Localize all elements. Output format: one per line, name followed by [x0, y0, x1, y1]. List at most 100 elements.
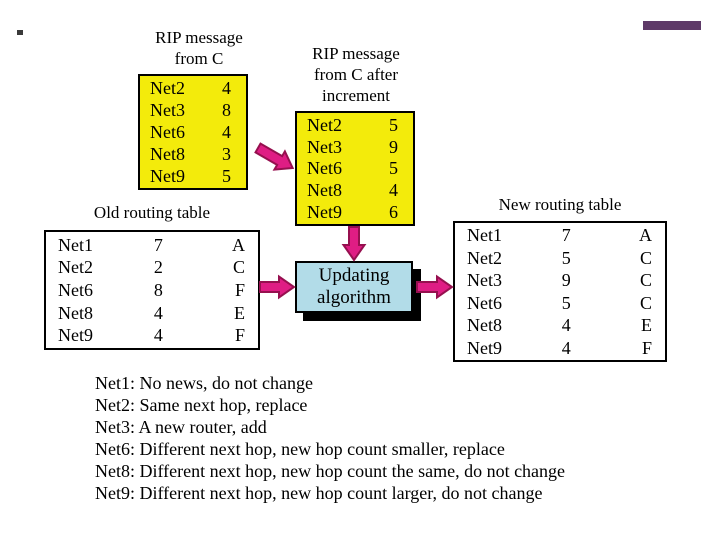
net-cell: Net9	[58, 325, 93, 346]
net-cell: Net3	[307, 136, 342, 157]
label-line: Old routing table	[93, 203, 211, 222]
net-cell: Net3	[150, 100, 185, 120]
table-row: Net2 4	[140, 78, 246, 98]
net-cell: Net6	[467, 292, 502, 313]
net-cell: Net9	[150, 166, 185, 186]
next-hop-cell: C	[639, 247, 652, 268]
hops-cell: 9	[561, 270, 571, 291]
hops-cell: 4	[389, 180, 398, 201]
net-cell: Net1	[58, 234, 93, 255]
hops-cell: 4	[561, 337, 571, 358]
label-line: New routing table	[498, 195, 622, 214]
table-row: Net1 7 A	[46, 235, 258, 255]
rip-message-from-c-table: Net2 4 Net3 8 Net6 4 Net8 3 Net9 5	[138, 74, 248, 190]
hops-cell: 4	[153, 302, 163, 323]
net-cell: Net8	[150, 144, 185, 164]
net-cell: Net9	[307, 202, 342, 223]
next-hop-cell: A	[639, 225, 652, 246]
table-row: Net3 9 C	[455, 270, 665, 290]
table-row: Net9 6	[297, 202, 413, 222]
hops-cell: 5	[222, 166, 231, 186]
table-row: Net2 5	[297, 115, 413, 135]
table-row: Net9 5	[140, 166, 246, 186]
arrow-message-to-increment	[254, 142, 295, 171]
net-cell: Net2	[58, 257, 93, 278]
rule-notes: Net1: No news, do not change Net2: Same …	[95, 372, 565, 504]
decorative-bar	[643, 21, 701, 30]
net-cell: Net1	[467, 225, 502, 246]
hops-cell: 5	[389, 114, 398, 135]
hops-cell: 2	[153, 257, 163, 278]
rip-message-after-increment-table: Net2 5 Net3 9 Net6 5 Net8 4 Net9 6	[295, 111, 415, 226]
new-routing-table-label: New routing table	[453, 194, 667, 215]
next-hop-cell: F	[234, 325, 245, 346]
hops-cell: 7	[153, 234, 163, 255]
net-cell: Net2	[467, 247, 502, 268]
label-line: from C	[174, 49, 224, 68]
note-line: Net2: Same next hop, replace	[95, 395, 308, 415]
table-row: Net3 9	[297, 137, 413, 157]
hops-cell: 5	[561, 292, 571, 313]
arrow-old-table-to-algorithm	[259, 274, 296, 300]
next-hop-cell: F	[641, 337, 652, 358]
label-line: RIP message	[312, 44, 400, 63]
label-line: algorithm	[317, 287, 391, 308]
hops-cell: 6	[389, 202, 398, 223]
table-row: Net8 4 E	[455, 315, 665, 335]
table-row: Net2 5 C	[455, 248, 665, 268]
hops-cell: 5	[561, 247, 571, 268]
net-cell: Net3	[467, 270, 502, 291]
table-row: Net3 8	[140, 100, 246, 120]
arrow-algorithm-to-new-table	[416, 274, 454, 300]
bullet-dot	[17, 30, 23, 35]
hops-cell: 4	[561, 315, 571, 336]
table-row: Net6 8 F	[46, 280, 258, 300]
hops-cell: 4	[222, 122, 231, 142]
net-cell: Net8	[307, 180, 342, 201]
next-hop-cell: C	[639, 270, 652, 291]
table-row: Net2 2 C	[46, 257, 258, 277]
note-line: Net6: Different next hop, new hop count …	[95, 439, 505, 459]
next-hop-cell: E	[234, 302, 245, 323]
old-routing-table-label: Old routing table	[44, 202, 260, 223]
hops-cell: 8	[222, 100, 231, 120]
net-cell: Net6	[150, 122, 185, 142]
table-row: Net6 5	[297, 158, 413, 178]
label-line: Updating	[318, 265, 390, 286]
table-row: Net1 7 A	[455, 225, 665, 245]
note-line: Net3: A new router, add	[95, 417, 267, 437]
net-cell: Net8	[467, 315, 502, 336]
hops-cell: 7	[561, 225, 571, 246]
net-cell: Net6	[58, 279, 93, 300]
next-hop-cell: C	[232, 257, 245, 278]
table-row: Net8 4	[297, 180, 413, 200]
net-cell: Net2	[150, 78, 185, 98]
net-cell: Net2	[307, 114, 342, 135]
net-cell: Net6	[307, 158, 342, 179]
note-line: Net9: Different next hop, new hop count …	[95, 483, 543, 503]
table-row: Net9 4 F	[455, 338, 665, 358]
hops-cell: 4	[222, 78, 231, 98]
hops-cell: 8	[153, 279, 163, 300]
next-hop-cell: E	[641, 315, 652, 336]
table-row: Net9 4 F	[46, 325, 258, 345]
rip-message-from-c-label: RIP message from C	[129, 27, 269, 69]
next-hop-cell: A	[232, 234, 245, 255]
arrow-increment-to-algorithm	[341, 226, 367, 262]
net-cell: Net9	[467, 337, 502, 358]
rip-message-after-increment-label: RIP message from C after increment	[291, 43, 421, 106]
label-line: RIP message	[155, 28, 243, 47]
updating-algorithm-box: Updating algorithm	[295, 261, 413, 313]
hops-cell: 3	[222, 144, 231, 164]
hops-cell: 4	[153, 325, 163, 346]
table-row: Net6 4	[140, 122, 246, 142]
next-hop-cell: F	[234, 279, 245, 300]
hops-cell: 5	[389, 158, 398, 179]
hops-cell: 9	[389, 136, 398, 157]
label-line: increment	[322, 86, 390, 105]
